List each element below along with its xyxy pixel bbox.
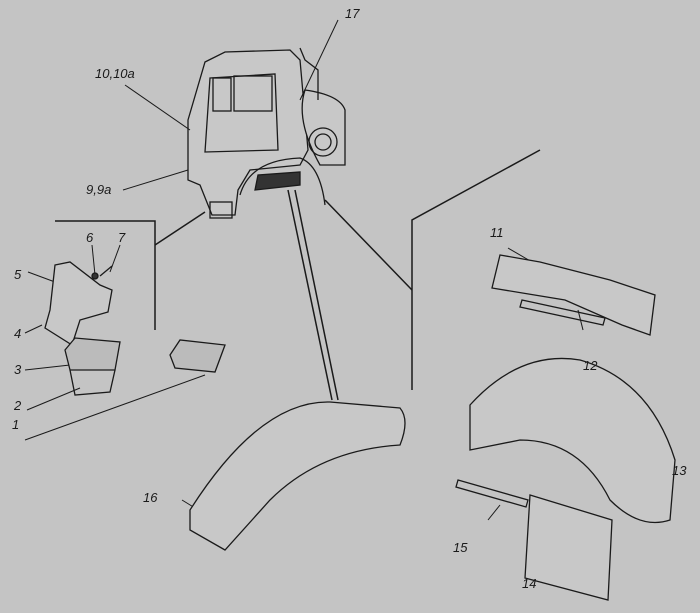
part-15-strip <box>455 479 529 508</box>
label-3: 3 <box>14 362 22 377</box>
label-10-10a: 10,10a <box>95 66 135 81</box>
label-5: 5 <box>14 267 22 282</box>
group-brackets <box>55 149 541 401</box>
label-4: 4 <box>14 326 22 341</box>
label-14: 14 <box>522 576 537 591</box>
part-16-fender <box>189 401 406 551</box>
part-14-mudflap <box>524 494 613 601</box>
label-15: 15 <box>453 540 468 555</box>
part-1-step <box>169 339 226 373</box>
part-12-strip <box>519 299 606 326</box>
part-11-shield <box>491 254 656 336</box>
label-6: 6 <box>86 230 94 245</box>
label-2: 2 <box>14 398 22 413</box>
label-16: 16 <box>143 490 158 505</box>
parts-2-5-step-bracket <box>44 261 121 396</box>
label-7: 7 <box>118 230 126 245</box>
truck-cab <box>187 47 346 219</box>
part-13-rear-fender <box>469 357 676 524</box>
label-17: 17 <box>345 6 360 21</box>
label-11: 11 <box>490 225 504 240</box>
label-12: 12 <box>583 358 598 373</box>
label-1: 1 <box>12 417 20 432</box>
label-13: 13 <box>672 463 687 478</box>
label-9-9a: 9,9a <box>86 182 112 197</box>
